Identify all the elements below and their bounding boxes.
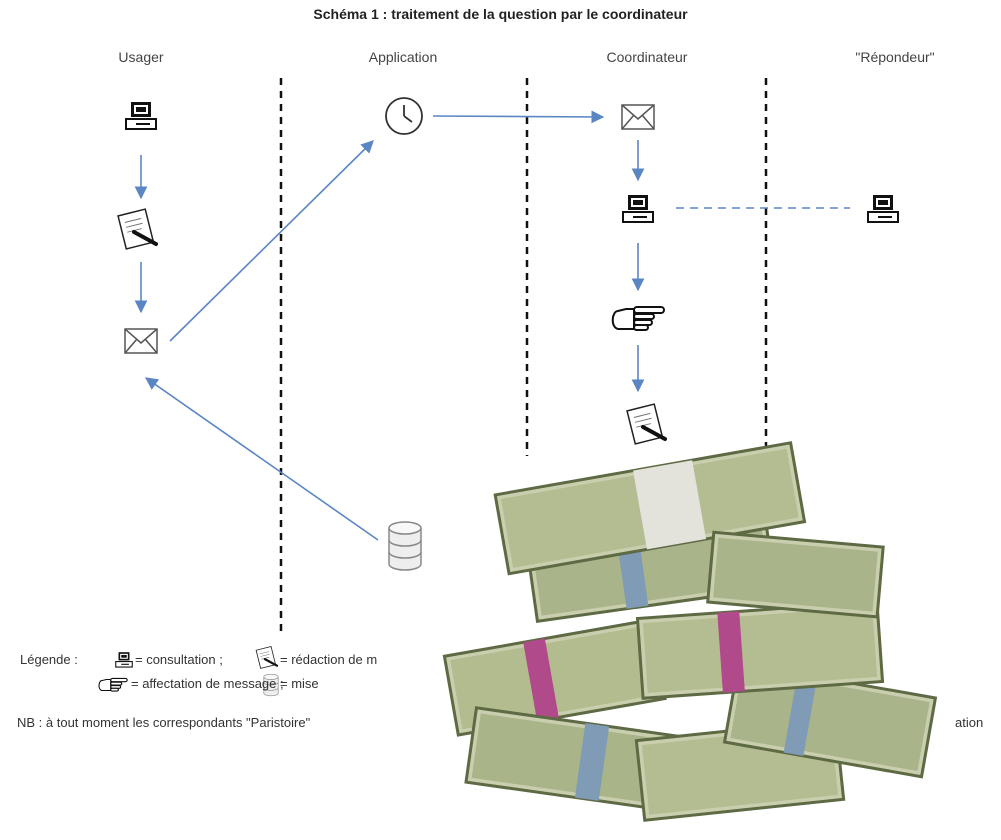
- envelope-icon: [621, 104, 655, 130]
- arrow-clock-to-coordinator-envelope: [432, 110, 605, 124]
- notepad-icon: [625, 402, 667, 446]
- money-stacks-image: [442, 441, 938, 822]
- legend-affectation: = affectation de message ;: [131, 676, 284, 691]
- notepad-icon: [116, 207, 158, 251]
- computer-icon: [125, 101, 157, 130]
- lane-label-application: Application: [368, 49, 438, 65]
- lane-label-coordinateur: Coordinateur: [606, 49, 688, 65]
- note-right: ation: [955, 715, 984, 730]
- legend-label: Légende :: [20, 652, 78, 667]
- lane-label-repondeur: "Répondeur": [855, 49, 935, 65]
- clock-icon: [385, 97, 423, 135]
- computer-icon: [115, 651, 133, 668]
- lane-label-usager: Usager: [118, 49, 164, 65]
- arrow-envelope-to-clock: [169, 140, 374, 342]
- computer-icon: [622, 194, 654, 223]
- legend-consultation: = consultation ;: [135, 652, 223, 667]
- pointing-hand-icon: [98, 677, 128, 692]
- legend-mise: = mise: [280, 676, 319, 691]
- database-icon: [388, 521, 422, 571]
- note-left: NB : à tout moment les correspondants "P…: [17, 715, 311, 730]
- envelope-icon: [124, 328, 158, 354]
- notepad-icon: [255, 645, 279, 670]
- pointing-hand-icon: [611, 306, 665, 331]
- arrow-database-to-envelope: [144, 377, 379, 541]
- computer-icon: [867, 194, 899, 223]
- diagram-title: Schéma 1 : traitement de la question par…: [313, 6, 688, 22]
- legend-redaction: = rédaction de m: [280, 652, 378, 667]
